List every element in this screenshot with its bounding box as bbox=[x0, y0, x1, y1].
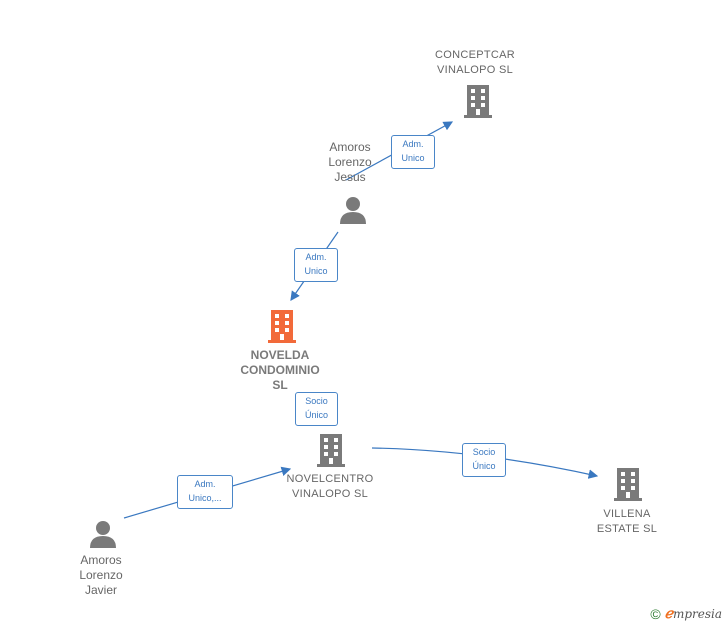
brand-logo: ℯmpresia bbox=[664, 606, 722, 622]
building-icon bbox=[614, 468, 642, 501]
node-label: VILLENA ESTATE SL bbox=[596, 508, 658, 535]
building-icon bbox=[268, 310, 296, 343]
edge-label-socio-unico[interactable]: Socio Único bbox=[295, 392, 338, 426]
person-icon bbox=[340, 197, 366, 224]
edge-label-adm-unico-more[interactable]: Adm. Unico,... bbox=[177, 475, 233, 509]
edge-label-socio-unico[interactable]: Socio Único bbox=[462, 443, 506, 477]
node-label: NOVELDA CONDOMINIO SL bbox=[240, 348, 320, 392]
edge-label-adm-unico[interactable]: Adm. Unico bbox=[294, 248, 338, 282]
node-label: NOVELCENTRO VINALOPO SL bbox=[286, 473, 374, 500]
node-label: Amoros Lorenzo Javier bbox=[79, 553, 123, 597]
node-label: Amoros Lorenzo Jesus bbox=[328, 140, 372, 184]
copyright-icon: © bbox=[650, 606, 661, 622]
person-icon bbox=[90, 521, 116, 548]
edge-label-adm-unico[interactable]: Adm. Unico bbox=[391, 135, 435, 169]
building-icon bbox=[464, 85, 492, 118]
node-label: CONCEPTCAR VINALOPO SL bbox=[434, 49, 515, 76]
footer-brand[interactable]: © ℯmpresia bbox=[650, 606, 722, 622]
building-icon bbox=[317, 434, 345, 467]
